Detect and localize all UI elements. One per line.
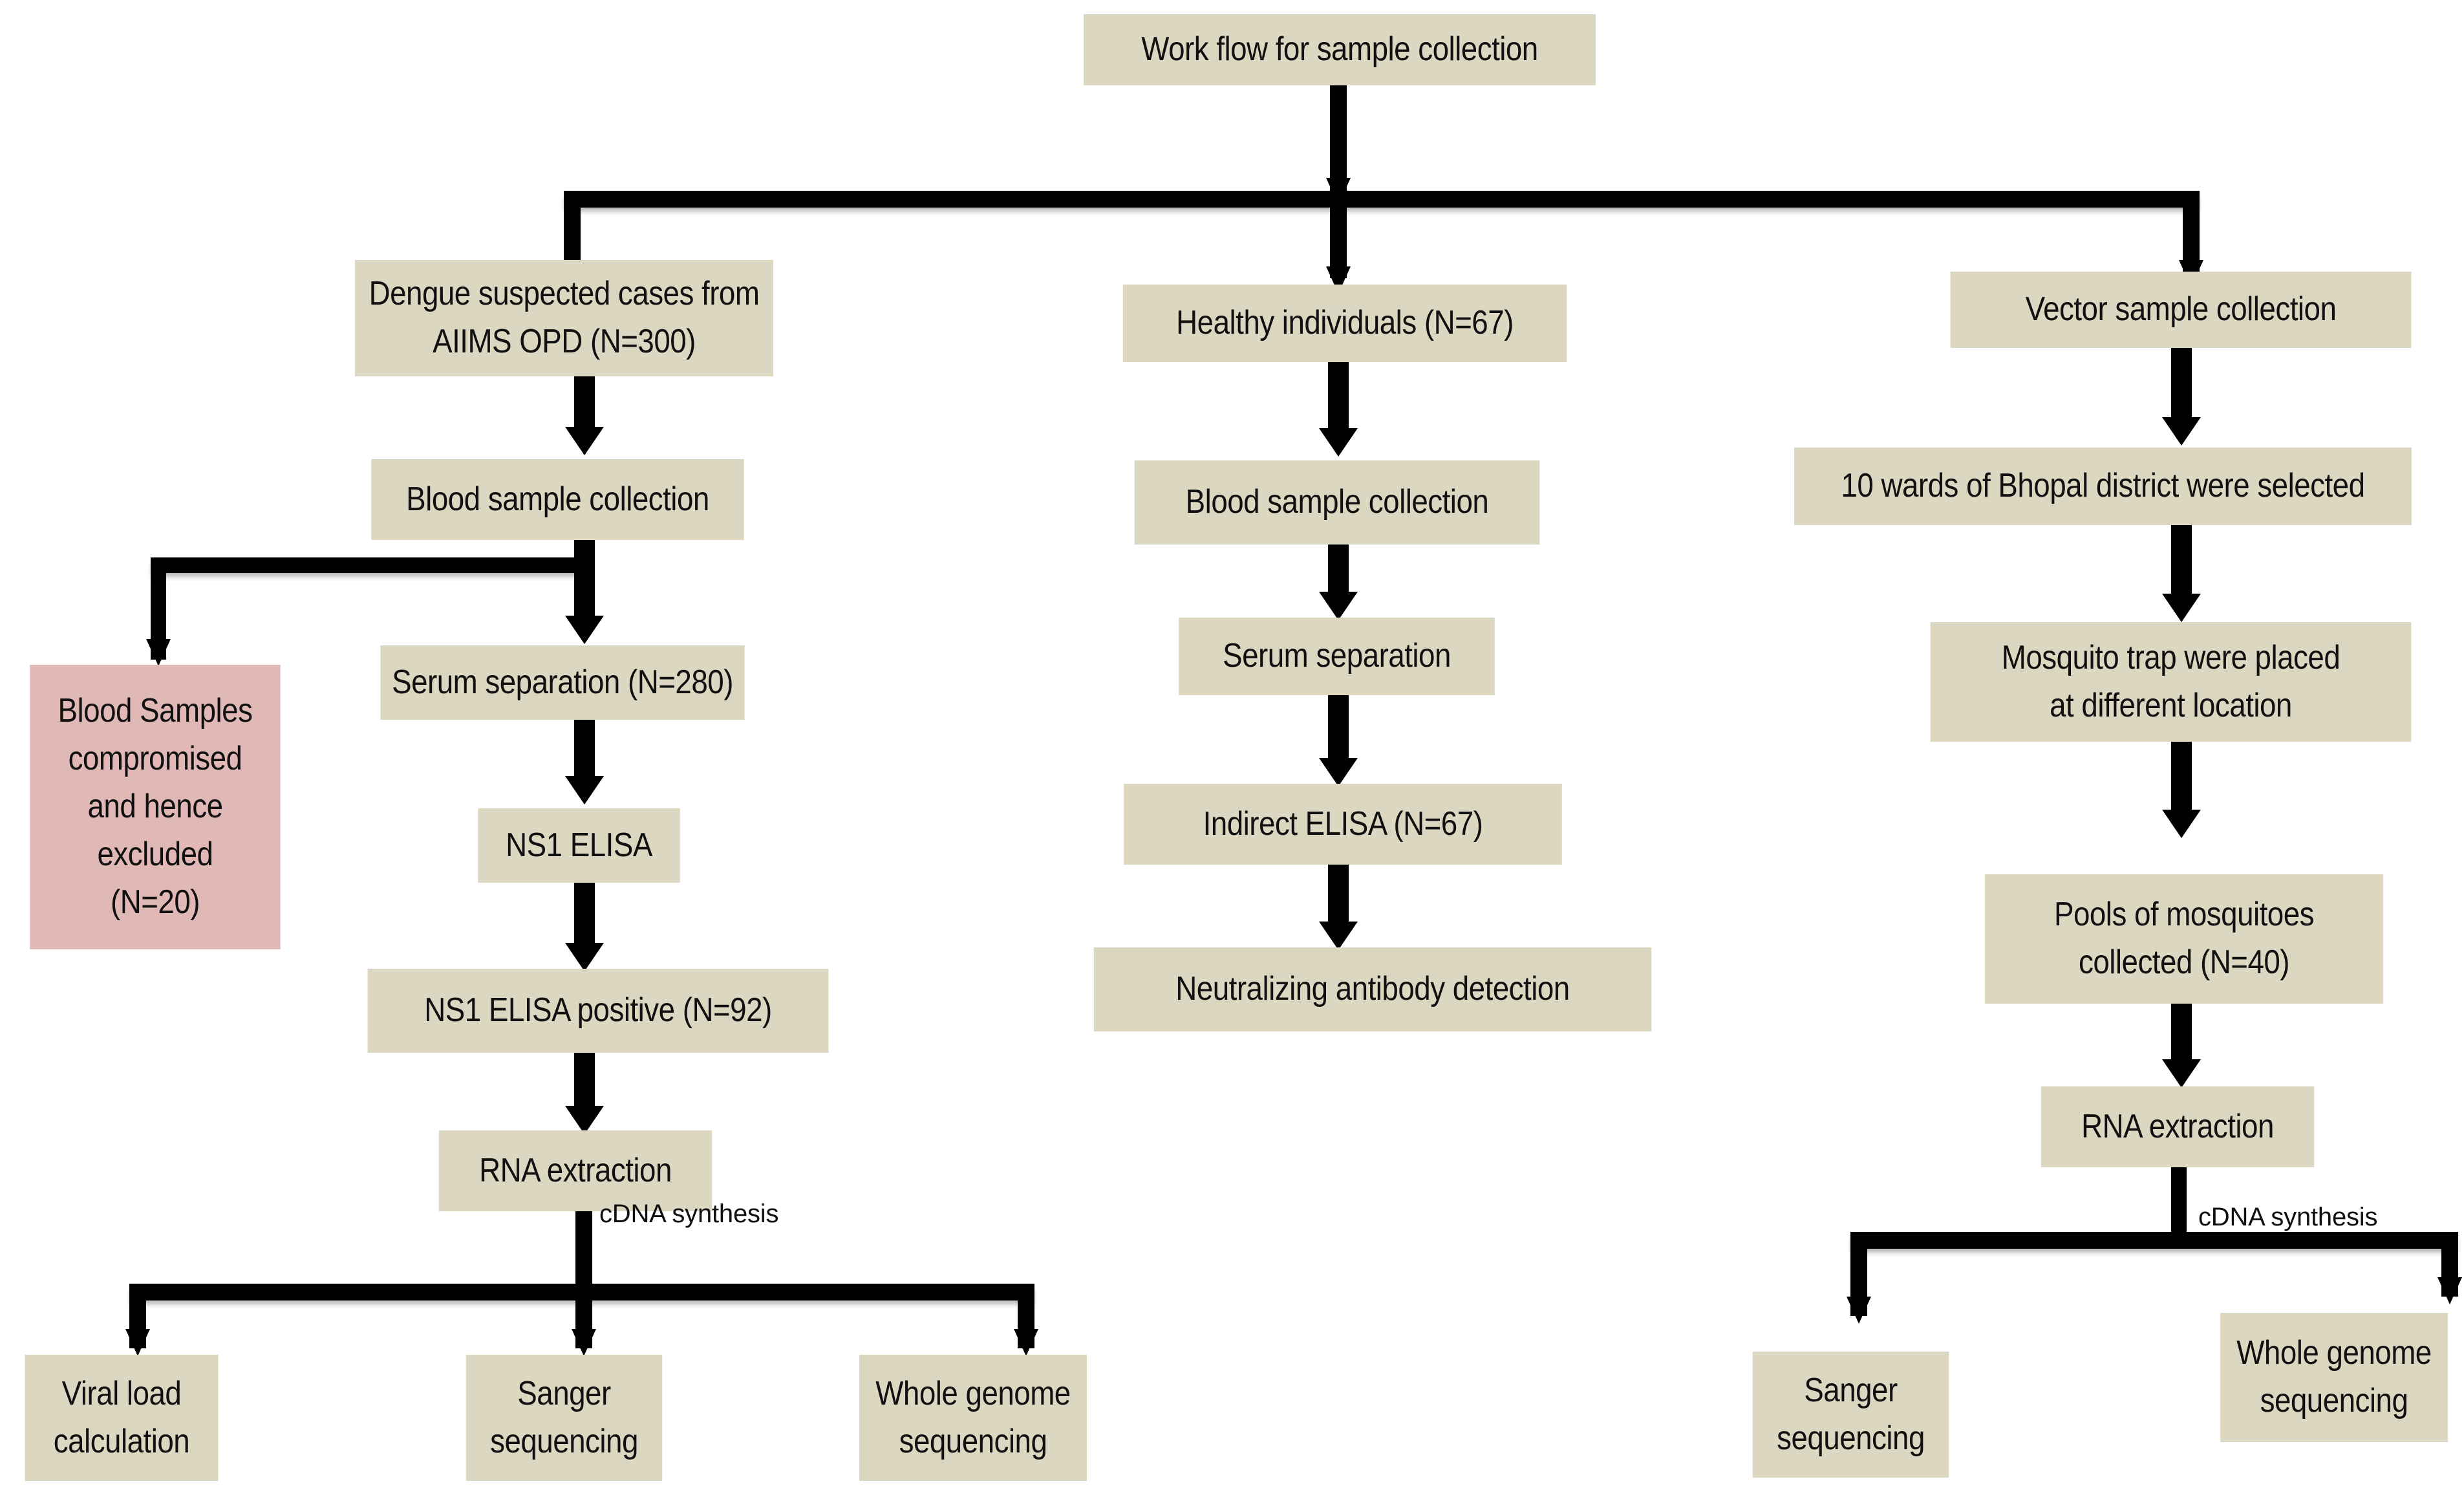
- arrow-elisa-to-neutralizing: [1319, 922, 1358, 950]
- node-dengue-suspected-cases: Dengue suspected cases from AIIMS OPD (N…: [355, 260, 773, 376]
- connector-healthy-blood-to-serum: [1328, 545, 1349, 599]
- connector-traps-to-pools: [2171, 742, 2192, 816]
- node-ten-wards-bhopal: 10 wards of Bhopal district were selecte…: [1794, 448, 2412, 525]
- connector-patients-cdna-stem: [575, 1211, 592, 1295]
- node-sanger-sequencing-patients: Sanger sequencing: [466, 1355, 663, 1481]
- node-mosquito-traps-placed: Mosquito trap were placed at different l…: [1930, 622, 2412, 742]
- node-patients-blood-collection: Blood sample collection: [371, 459, 744, 540]
- connector-positive-to-rna: [574, 1053, 595, 1114]
- arrow-blood-to-serum: [565, 616, 604, 644]
- node-ns1-elisa-positive: NS1 ELISA positive (N=92): [367, 969, 829, 1053]
- node-healthy-individuals: Healthy individuals (N=67): [1122, 285, 1567, 362]
- arrow-to-excluded-box: [146, 639, 171, 666]
- connector-title-stem: [1330, 85, 1347, 191]
- arrow-to-sanger-vector: [1847, 1297, 1871, 1324]
- connector-vector-cdna-stem: [2171, 1167, 2187, 1242]
- connector-vector-to-wards: [2171, 348, 2192, 426]
- connector-healthy-serum-to-elisa: [1328, 695, 1349, 766]
- arrow-ns1-to-positive: [565, 943, 604, 971]
- connector-ns1-to-positive: [574, 883, 595, 951]
- connector-healthy-to-blood: [1328, 362, 1349, 437]
- node-healthy-blood-collection: Blood sample collection: [1134, 460, 1540, 545]
- arrow-wards-to-traps: [2162, 594, 2201, 622]
- node-patients-rna-extraction: RNA extraction: [438, 1130, 712, 1211]
- arrow-healthy-blood-to-serum: [1319, 592, 1358, 620]
- connector-split-right-drop: [2183, 191, 2200, 272]
- connector-serum-to-ns1: [574, 720, 595, 784]
- label-cdna-synthesis-vector: cDNA synthesis: [2198, 1203, 2378, 1231]
- node-neutralizing-antibody-detection: Neutralizing antibody detection: [1093, 947, 1652, 1031]
- connector-pools-to-rna: [2171, 1004, 2192, 1068]
- connector-blood-to-excluded-bar: [151, 557, 584, 573]
- connector-elisa-to-neutralizing: [1328, 865, 1349, 929]
- node-workflow-title: Work flow for sample collection: [1084, 14, 1596, 85]
- connector-main-split-bar: [564, 191, 2200, 208]
- arrow-healthy-to-blood: [1319, 428, 1358, 457]
- arrow-dengue-to-blood: [565, 427, 604, 455]
- connector-wards-to-traps: [2171, 525, 2192, 601]
- node-vector-sample-collection: Vector sample collection: [1950, 272, 2412, 348]
- label-cdna-synthesis-patients: cDNA synthesis: [599, 1200, 779, 1228]
- node-indirect-elisa: Indirect ELISA (N=67): [1124, 784, 1562, 865]
- arrow-to-viral-load: [125, 1329, 150, 1356]
- connector-blood-to-serum: [574, 540, 595, 624]
- node-pools-of-mosquitoes: Pools of mosquitoes collected (N=40): [1985, 874, 2383, 1004]
- connector-split-middle-drop: [1330, 191, 1347, 278]
- node-whole-genome-sequencing-patients: Whole genome sequencing: [859, 1355, 1087, 1481]
- arrow-to-wgs-patients: [1014, 1329, 1038, 1356]
- node-healthy-serum-separation: Serum separation: [1179, 618, 1495, 695]
- arrow-to-sanger-patients: [572, 1329, 596, 1356]
- arrow-healthy-serum-to-elisa: [1319, 758, 1358, 786]
- arrow-vector-to-wards: [2162, 417, 2201, 446]
- node-whole-genome-sequencing-vector: Whole genome sequencing: [2220, 1313, 2448, 1442]
- node-ns1-elisa: NS1 ELISA: [478, 808, 680, 883]
- arrow-positive-to-rna: [565, 1106, 604, 1134]
- arrow-to-wgs-vector: [2437, 1277, 2462, 1304]
- node-viral-load-calculation: Viral load calculation: [25, 1355, 219, 1481]
- connector-vector-output-bar: [1850, 1232, 2458, 1249]
- node-blood-samples-excluded: Blood Samples compromised and hence excl…: [30, 665, 281, 949]
- node-patients-serum-separation: Serum separation (N=280): [380, 645, 745, 720]
- arrow-pools-to-rna: [2162, 1059, 2201, 1088]
- node-vector-rna-extraction: RNA extraction: [2041, 1086, 2315, 1167]
- connector-dengue-to-blood: [574, 376, 595, 435]
- arrow-traps-to-pools: [2162, 810, 2201, 838]
- node-sanger-sequencing-vector: Sanger sequencing: [1752, 1352, 1949, 1478]
- arrow-serum-to-ns1: [565, 776, 604, 804]
